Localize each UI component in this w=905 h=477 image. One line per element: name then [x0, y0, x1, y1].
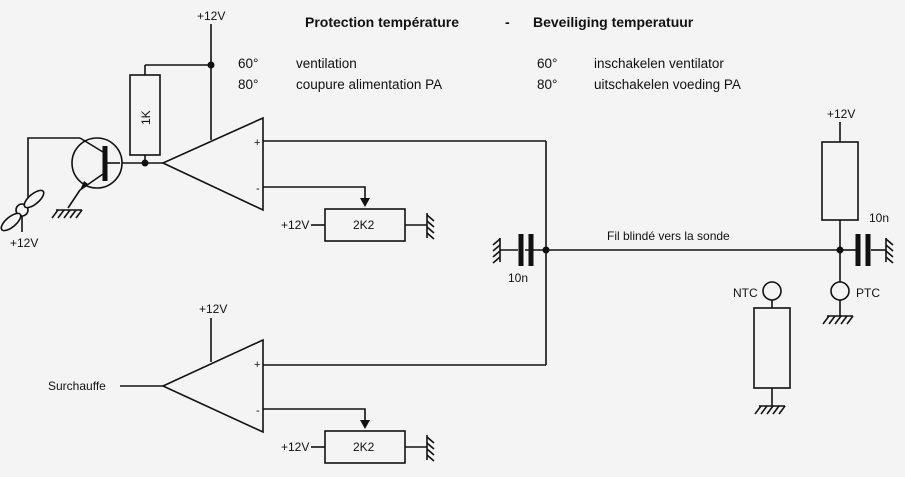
ground-icon — [885, 238, 894, 264]
pot-1-vcc-label: +12V — [281, 218, 309, 232]
opamp-2 — [161, 338, 264, 434]
note-nl-temp-1: 60° — [537, 56, 557, 71]
pot-2-label: 2K2 — [353, 440, 375, 454]
vcc-label-right: +12V — [827, 107, 855, 121]
collector-to-fan-wire — [27, 137, 80, 205]
opamp-2-minus: - — [256, 405, 260, 417]
ground-icon — [51, 209, 83, 219]
title-fr: Protection température — [305, 14, 459, 30]
pot-2-wiper-arrow — [360, 420, 370, 429]
ground-icon — [822, 315, 854, 325]
note-nl-temp-2: 80° — [537, 77, 557, 92]
ntc-sensor-icon — [762, 281, 782, 301]
emitter-to-ground-wire — [67, 189, 81, 209]
opamp-2-plus: + — [254, 359, 260, 371]
opamp-1-minus: - — [256, 183, 260, 195]
junction-vcc-top — [207, 61, 215, 69]
opamp-1-minus-wire — [263, 186, 366, 203]
pot-1-label: 2K2 — [353, 218, 375, 232]
note-fr-text-1: ventilation — [296, 56, 357, 71]
opamp-2-minus-wire — [263, 408, 366, 425]
cap-left-label: 10n — [508, 271, 528, 285]
note-fr-text-2: coupure alimentation PA — [296, 77, 442, 92]
shield-wire-label: Fil blindé vers la sonde — [607, 229, 730, 243]
opamp-1-plus: + — [254, 137, 260, 149]
ground-icon — [426, 435, 435, 462]
opamp-1 — [161, 116, 264, 212]
transistor-collector — [79, 137, 104, 153]
ptc-sensor-icon — [830, 281, 850, 301]
transistor-emitter — [79, 173, 104, 191]
ground-icon — [492, 238, 501, 264]
vcc-label-top-left: +12V — [197, 9, 225, 23]
ground-icon — [426, 213, 435, 240]
ptc-label: PTC — [856, 286, 880, 300]
transistor — [71, 137, 123, 189]
fan-vcc-label: +12V — [10, 236, 38, 250]
vcc-label-opamp-2: +12V — [199, 302, 227, 316]
resistor-1k — [129, 74, 161, 156]
ntc-label: NTC — [733, 286, 758, 300]
pot-2-vcc-label: +12V — [281, 440, 309, 454]
fan-icon — [0, 189, 45, 232]
note-nl-text-2: uitschakelen voeding PA — [594, 77, 741, 92]
note-fr-temp-2: 80° — [238, 77, 258, 92]
resistor-1k-label: 1K — [139, 110, 153, 125]
pot-1-wiper-arrow — [360, 198, 370, 207]
title-nl: Beveiliging temperatuur — [533, 14, 694, 30]
cap-right-label: 10n — [869, 211, 889, 225]
resistor-pullup — [821, 141, 859, 221]
ground-icon — [754, 405, 786, 415]
note-fr-temp-1: 60° — [238, 56, 258, 71]
surchauffe-label: Surchauffe — [48, 379, 106, 393]
resistor-ntc — [753, 307, 791, 389]
note-nl-text-1: inschakelen ventilator — [594, 56, 724, 71]
transistor-emitter-arrow — [80, 181, 88, 190]
title-separator: - — [505, 14, 510, 30]
